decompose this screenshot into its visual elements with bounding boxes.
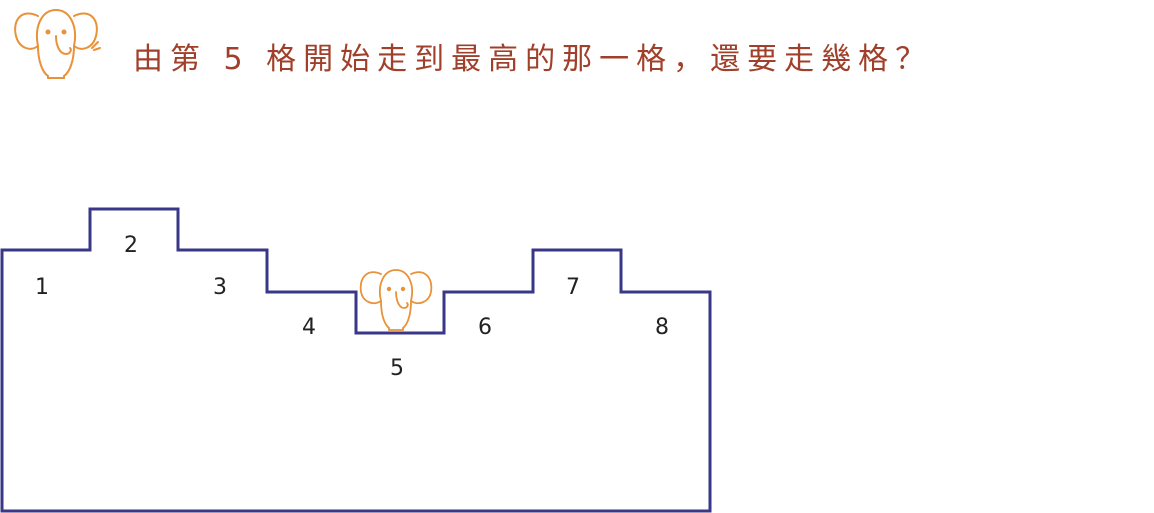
- step-label-1: 1: [35, 275, 49, 300]
- step-label-5: 5: [390, 356, 404, 381]
- elephant-icon: [14, 9, 101, 79]
- step-label-2: 2: [124, 233, 138, 258]
- step-label-7: 7: [566, 275, 580, 300]
- question-text: 由第 5 格開始走到最高的那一格，還要走幾格？: [133, 42, 933, 77]
- elephant-marker-icon: [359, 269, 433, 331]
- steps-outline: [0, 207, 712, 513]
- step-label-3: 3: [213, 275, 227, 300]
- step-label-6: 6: [478, 315, 492, 340]
- step-label-8: 8: [655, 315, 669, 340]
- step-label-4: 4: [302, 315, 316, 340]
